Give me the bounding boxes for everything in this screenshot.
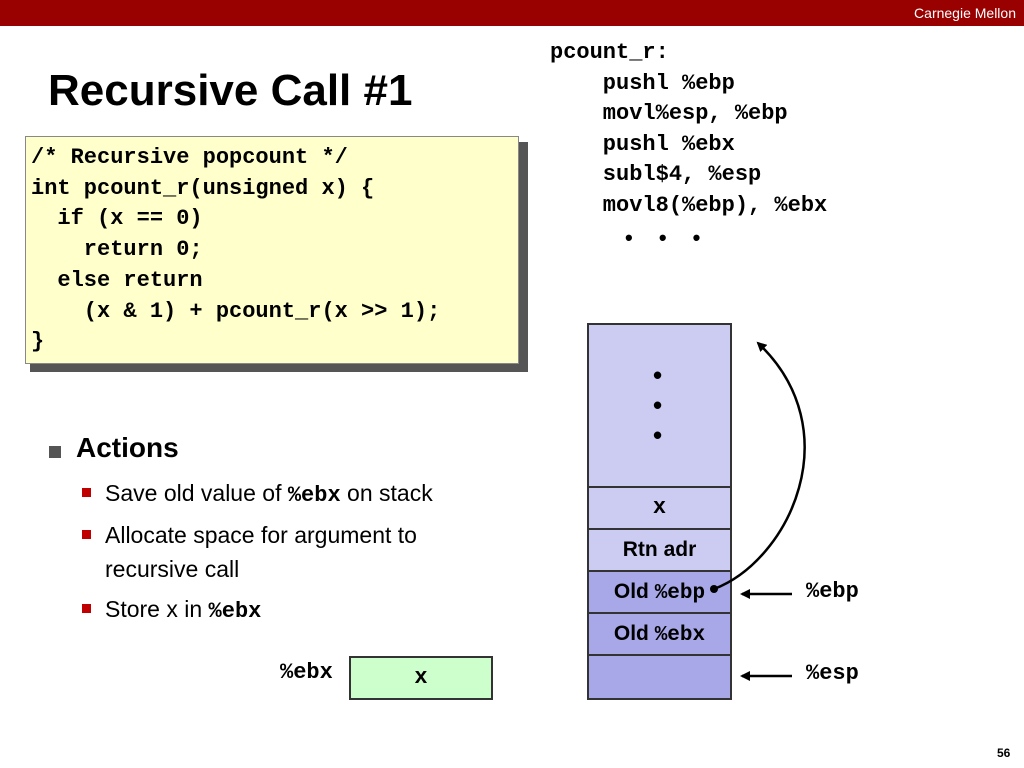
frame-link-dot xyxy=(710,585,718,593)
code-line: /* Recursive popcount */ xyxy=(31,145,348,170)
action-text: Store x in xyxy=(105,596,209,622)
stack-cell-ellipsis xyxy=(587,323,732,488)
action-text: Allocate space for argument to xyxy=(105,522,417,548)
assembly-line: pcount_r: xyxy=(550,40,669,65)
header-bar: Carnegie Mellon xyxy=(0,0,1024,26)
assembly-listing: pcount_r: pushl %ebp movl%esp, %ebp push… xyxy=(550,38,827,222)
code-listing: /* Recursive popcount */ int pcount_r(un… xyxy=(31,143,440,358)
bullet-square-icon xyxy=(82,488,91,497)
stack-cell-label: Old xyxy=(613,580,655,603)
assembly-line: movl8(%ebp), %ebx xyxy=(550,192,828,218)
stack-cell-reg: %ebp xyxy=(654,582,706,605)
stack-cell-reg: %ebx xyxy=(654,624,706,647)
ebx-register-box: x xyxy=(349,656,493,700)
code-line: if (x == 0) xyxy=(57,206,203,232)
stack-cell-empty xyxy=(587,654,732,700)
ebp-pointer-label: %ebp xyxy=(806,579,859,604)
stack-cell-label: Old xyxy=(613,622,655,645)
actions-bullet-icon xyxy=(49,446,61,458)
stack-cell-old-ebp: Old %ebp xyxy=(587,570,732,614)
code-line: int pcount_r(unsigned x) { xyxy=(31,175,375,201)
code-line: return 0; xyxy=(83,237,203,263)
stack-dot: • xyxy=(653,420,663,450)
assembly-line: subl$4, %esp xyxy=(602,162,762,188)
assembly-line: pushl %ebx xyxy=(602,131,735,157)
brand-label: Carnegie Mellon xyxy=(914,5,1016,21)
frame-link-arrow xyxy=(713,341,806,591)
assembly-line: pushl %ebp xyxy=(602,70,735,96)
stack-dot: • xyxy=(653,390,663,420)
bullet-square-icon xyxy=(82,604,91,613)
assembly-ellipsis: • • • xyxy=(625,225,711,250)
assembly-line: movl%esp, %ebp xyxy=(602,101,788,127)
code-line: (x & 1) + pcount_r(x >> 1); xyxy=(83,298,441,324)
page-number: 56 xyxy=(997,746,1011,760)
action-reg: %ebx xyxy=(287,483,341,508)
action-reg: %ebx xyxy=(208,599,262,624)
actions-heading: Actions xyxy=(76,432,179,463)
slide-title: Recursive Call #1 xyxy=(48,66,413,115)
action-text: recursive call xyxy=(105,556,240,582)
bullet-square-icon xyxy=(82,530,91,539)
code-line: } xyxy=(31,329,45,355)
action-text: Save old value of xyxy=(105,480,288,506)
code-box: /* Recursive popcount */ int pcount_r(un… xyxy=(25,136,519,364)
code-line: else return xyxy=(57,267,203,293)
esp-pointer-label: %esp xyxy=(806,661,859,686)
stack-dot: • xyxy=(653,360,663,390)
action-text: on stack xyxy=(340,480,433,506)
ebx-register-label: %ebx xyxy=(280,660,333,685)
